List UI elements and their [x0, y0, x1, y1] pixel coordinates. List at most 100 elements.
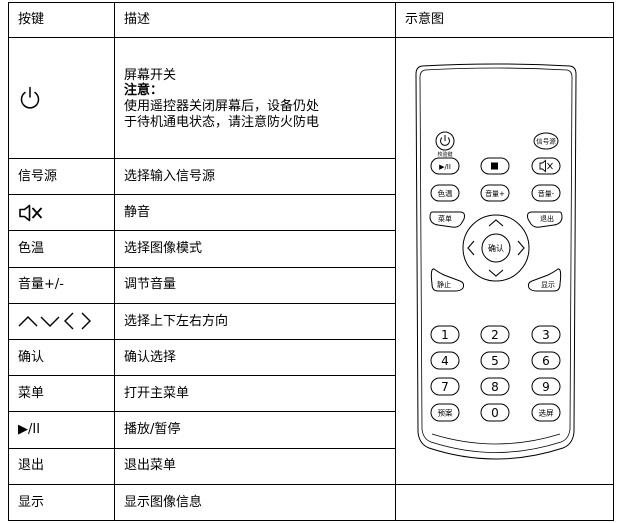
- header-key: 按键: [8, 1, 115, 39]
- remote-stop-button[interactable]: [480, 157, 510, 175]
- remote-digit-label: 4: [441, 354, 449, 368]
- key-cell-power: [8, 37, 115, 160]
- remote-select-screen-button[interactable]: 选屏: [531, 403, 561, 422]
- remote-play-caption: 校验键: [437, 151, 452, 158]
- remote-source-button[interactable]: 信号源: [533, 132, 559, 150]
- table-header-row: 按键 描述 示意图: [8, 1, 614, 39]
- key-description-table: 按键 描述 示意图 屏幕开关 注意： 使用遥控器关闭屏幕后，设备仍处 于待机通电…: [8, 1, 614, 522]
- remote-menu-label: 菜单: [438, 214, 452, 223]
- table-row-power: 屏幕开关 注意： 使用遥控器关闭屏幕后，设备仍处 于待机通电状态，请注意防火防电: [8, 37, 614, 485]
- remote-digit-label: 0: [491, 406, 499, 420]
- key-cell: 色温: [8, 230, 115, 268]
- power-desc-line: 屏幕开关: [124, 67, 177, 83]
- right-arrow-icon: [81, 312, 91, 330]
- remote-vol-down-button[interactable]: 音量-: [531, 184, 561, 202]
- remote-exit-label: 退出: [540, 214, 554, 223]
- dpad-down-arrow: [488, 269, 504, 277]
- remote-digit-0-button[interactable]: 0: [480, 403, 510, 422]
- mute-icon: [19, 204, 43, 222]
- remote-digit-2-button[interactable]: 2: [480, 325, 510, 344]
- remote-digit-7-button[interactable]: 7: [430, 377, 460, 396]
- key-cell: 信号源: [8, 158, 115, 196]
- dpad-left-arrow: [467, 240, 475, 256]
- remote-digit-4-button[interactable]: 4: [430, 351, 460, 370]
- power-note-line-1: 使用遥控器关闭屏幕后，设备仍处: [124, 99, 320, 115]
- key-cell: 退出: [8, 447, 115, 485]
- remote-preset-label: 预案: [438, 408, 453, 418]
- desc-cell: 显示图像信息: [114, 483, 396, 522]
- remote-digit-label: 8: [491, 380, 499, 394]
- remote-color-temp-label: 色温: [438, 188, 453, 198]
- key-cell: [8, 194, 115, 232]
- remote-ok-button[interactable]: 确认: [481, 233, 511, 263]
- remote-display-button[interactable]: 显示: [527, 268, 562, 292]
- remote-exit-button[interactable]: 退出: [527, 211, 563, 228]
- remote-bottom-line: [431, 433, 561, 445]
- remote-digit-5-button[interactable]: 5: [480, 351, 510, 370]
- stop-icon: [491, 162, 498, 170]
- remote-digit-3-button[interactable]: 3: [531, 325, 561, 344]
- desc-cell: 退出菜单: [114, 447, 396, 485]
- key-cell: 音量+/-: [8, 266, 115, 304]
- dpad-up-arrow: [488, 219, 504, 227]
- desc-cell: 选择图像模式: [114, 230, 396, 268]
- remote-digit-label: 9: [542, 380, 550, 394]
- header-description: 描述: [114, 1, 396, 39]
- remote-digit-6-button[interactable]: 6: [531, 351, 561, 370]
- power-icon: [440, 137, 450, 146]
- remote-digit-8-button[interactable]: 8: [480, 377, 510, 396]
- desc-cell-power: 屏幕开关 注意： 使用遥控器关闭屏幕后，设备仍处 于待机通电状态，请注意防火防电: [114, 37, 396, 160]
- left-arrow-icon: [64, 312, 74, 330]
- remote-play-button[interactable]: ▶/II: [430, 157, 460, 175]
- remote-color-temp-button[interactable]: 色温: [430, 184, 460, 202]
- mute-icon: [539, 159, 553, 173]
- table-row: 选择上下左右方向: [8, 302, 614, 341]
- remote-vol-up-button[interactable]: 音量+: [480, 184, 510, 202]
- table-row: 确认 确认选择: [8, 338, 614, 377]
- dpad-right-arrow: [517, 240, 525, 256]
- header-diagram: 示意图: [395, 1, 614, 39]
- remote-digit-1-button[interactable]: 1: [430, 325, 460, 344]
- remote-mute-button[interactable]: [531, 157, 561, 175]
- remote-display-label: 显示: [541, 281, 555, 289]
- desc-cell: 确认选择: [114, 338, 396, 377]
- remote-still-button[interactable]: 静止: [430, 268, 465, 292]
- remote-vol-up-label: 音量+: [485, 189, 505, 198]
- table-row: 音量+/- 调节音量: [8, 266, 614, 304]
- remote-digit-label: 1: [441, 328, 449, 342]
- remote-source-label: 信号源: [536, 137, 556, 146]
- power-note-label: 注意：: [124, 83, 164, 99]
- direction-arrows-icon: [18, 312, 91, 330]
- diagram-cell: 信号源 校验键 ▶/II: [395, 37, 614, 485]
- remote-preset-button[interactable]: 预案: [430, 403, 460, 422]
- key-cell: [8, 302, 115, 341]
- desc-cell: 选择输入信号源: [114, 158, 396, 196]
- desc-cell: 打开主菜单: [114, 375, 396, 413]
- remote-power-button[interactable]: [435, 131, 455, 151]
- diagram-cell-bottom: [395, 483, 614, 522]
- desc-cell: 选择上下左右方向: [114, 302, 396, 341]
- remote-menu-button[interactable]: 菜单: [429, 211, 465, 228]
- desc-cell: 静音: [114, 194, 396, 232]
- remote-select-screen-label: 选屏: [539, 408, 554, 418]
- up-arrow-icon: [18, 316, 38, 327]
- remote-digit-label: 6: [542, 354, 550, 368]
- remote-digit-label: 7: [441, 380, 449, 394]
- table-row: 静音: [8, 194, 614, 232]
- remote-number-pad: 1 2 3 4 5: [430, 325, 561, 422]
- remote-digit-label: 5: [491, 354, 499, 368]
- remote-digit-label: 2: [491, 328, 499, 342]
- remote-digit-9-button[interactable]: 9: [531, 377, 561, 396]
- power-icon: [20, 86, 40, 109]
- remote-control-diagram: 信号源 校验键 ▶/II: [415, 63, 577, 460]
- key-cell: ▶/II: [8, 411, 115, 449]
- remote-digit-label: 3: [542, 328, 550, 342]
- table-row: 显示 显示图像信息: [8, 483, 614, 522]
- down-arrow-icon: [40, 316, 60, 328]
- desc-cell: 调节音量: [114, 266, 396, 304]
- key-cell: 菜单: [8, 375, 115, 413]
- table-row: 信号源 选择输入信号源: [8, 158, 614, 196]
- remote-vol-down-label: 音量-: [538, 189, 555, 198]
- key-cell: 显示: [8, 483, 115, 522]
- remote-still-label: 静止: [437, 280, 451, 289]
